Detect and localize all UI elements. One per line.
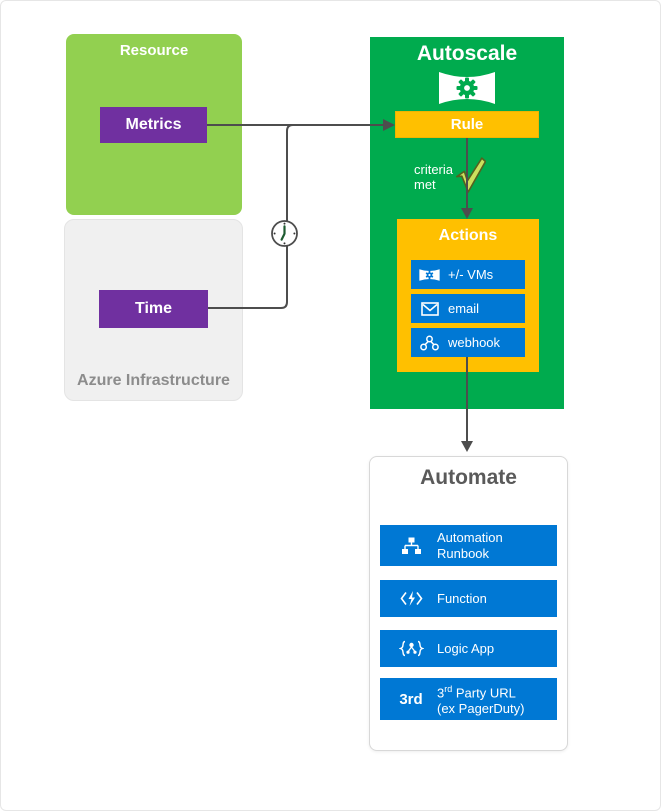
- automate-title: Automate: [420, 466, 517, 489]
- autoscale-banner-gear-icon: [439, 72, 495, 104]
- action-email-node: email: [411, 294, 525, 323]
- autoscale-title: Autoscale: [416, 42, 518, 65]
- metrics-node: Metrics: [100, 107, 207, 143]
- action-webhook-node: webhook: [411, 328, 525, 357]
- function-node: Function: [380, 580, 557, 617]
- resource-title: Resource: [119, 42, 189, 59]
- third-party-url-node: 3rd 3rd Party URL (ex PagerDuty): [380, 678, 557, 720]
- rule-node-label: Rule: [450, 116, 484, 133]
- criteria-met-label: criteria met: [414, 162, 454, 192]
- time-node: Time: [99, 290, 208, 328]
- rule-node: Rule: [395, 111, 539, 138]
- action-email-label: email: [448, 301, 480, 316]
- clock-icon: [270, 219, 299, 253]
- email-icon: [419, 301, 440, 316]
- logic-app-icon: [398, 640, 424, 657]
- autoscale-box: Autoscale Rule: [370, 37, 564, 409]
- action-vms-label: +/- VMs: [448, 267, 494, 282]
- azure-infrastructure-box: Time Azure Infrastructure: [64, 219, 243, 401]
- resource-box: Resource Metrics: [66, 34, 242, 215]
- action-vms-node: +/- VMs: [411, 260, 525, 289]
- metrics-node-label: Metrics: [125, 116, 182, 133]
- webhook-icon: [419, 335, 440, 351]
- vm-scale-banner-icon: [419, 268, 440, 282]
- arrowhead-into-automate: [461, 441, 473, 452]
- time-node-label: Time: [134, 300, 173, 317]
- function-bolt-icon: [398, 590, 424, 607]
- automation-runbook-node: Automation Runbook: [380, 525, 557, 566]
- logic-app-node: Logic App: [380, 630, 557, 667]
- third-party-url-label: 3rd Party URL (ex PagerDuty): [437, 683, 525, 717]
- logic-app-label: Logic App: [437, 641, 495, 656]
- automate-box: Automate Automation Runbook: [369, 456, 568, 751]
- function-label: Function: [437, 591, 487, 606]
- automation-runbook-icon: [398, 537, 424, 555]
- third-party-icon: 3rd: [399, 690, 423, 708]
- actions-title: Actions: [438, 227, 498, 244]
- actions-box: Actions: [397, 219, 539, 372]
- checkmark-icon: [455, 157, 486, 193]
- azure-infrastructure-label: Azure Infrastructure: [77, 372, 230, 389]
- action-webhook-label: webhook: [448, 335, 501, 350]
- automation-runbook-label: Automation Runbook: [437, 529, 503, 561]
